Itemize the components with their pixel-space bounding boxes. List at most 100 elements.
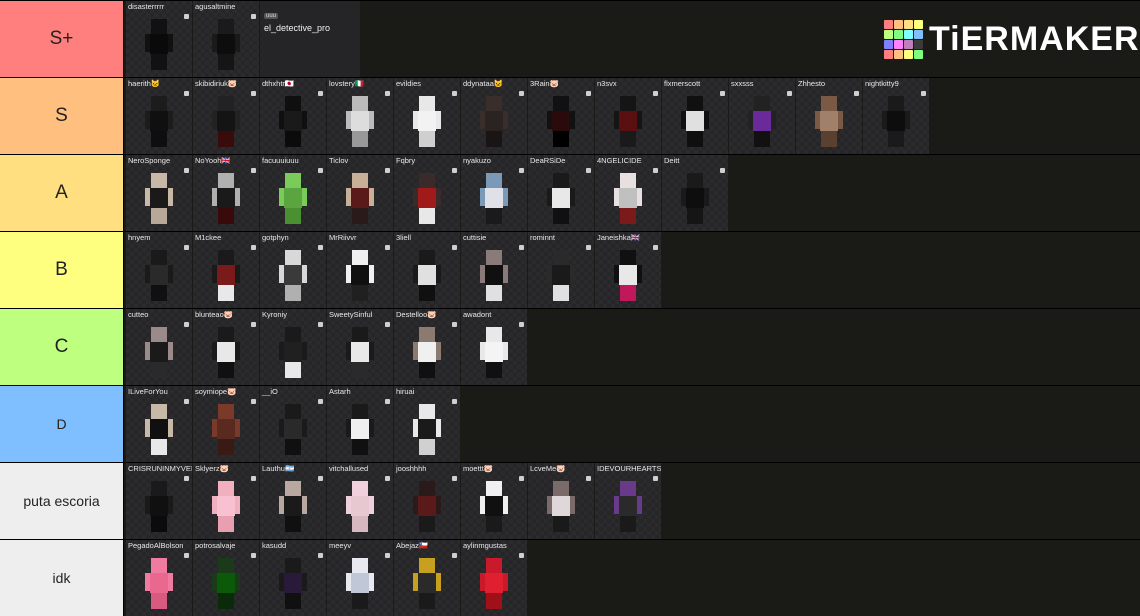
tier-item-card[interactable]: soymiope🐷 — [193, 386, 259, 462]
tier-item-card[interactable]: n3svx — [595, 78, 661, 154]
tier-item-card[interactable]: Lauthu🇦🇷 — [260, 463, 326, 539]
skin-arm-l — [413, 188, 418, 206]
skin-body — [217, 573, 235, 593]
tier-item-card[interactable]: hnyem — [126, 232, 192, 308]
tier-item-card[interactable]: nyakuzo — [461, 155, 527, 231]
tier-item-card[interactable]: awadont — [461, 309, 527, 385]
tier-label[interactable]: D — [0, 386, 124, 462]
tier-item-card[interactable]: M1ckee — [193, 232, 259, 308]
tier-item-card[interactable]: skibidiriuk🐷 — [193, 78, 259, 154]
tier-label[interactable]: A — [0, 155, 124, 231]
tier-item-card[interactable]: vitchallused — [327, 463, 393, 539]
tier-item-card[interactable]: Ticlov — [327, 155, 393, 231]
tier-item-card[interactable]: nightkitty9 — [863, 78, 929, 154]
skin-head — [754, 96, 770, 111]
skin-body — [686, 111, 704, 131]
tier-item-card[interactable]: Janeishka🇬🇧 — [595, 232, 661, 308]
skin-arm-l — [145, 342, 150, 360]
tier-item-card[interactable]: __iO — [260, 386, 326, 462]
skin-legs — [486, 593, 502, 609]
tier-item-card[interactable]: moettt🐷 — [461, 463, 527, 539]
tier-item-card[interactable]: dthxhtr🇯🇵 — [260, 78, 326, 154]
tier-item-card[interactable]: CRISRUNINMYVEINS — [126, 463, 192, 539]
tier-item-card[interactable]: SweetySinful — [327, 309, 393, 385]
tier-item-card[interactable]: potrosalvaje — [193, 540, 259, 616]
tier-item-card[interactable]: Fqbry — [394, 155, 460, 231]
skin-body — [351, 496, 369, 516]
tier-item-card[interactable]: evildies — [394, 78, 460, 154]
tier-item-card[interactable]: 3Rain🐷 — [528, 78, 594, 154]
tier-label[interactable]: C — [0, 309, 124, 385]
corner-badge-icon — [787, 91, 792, 96]
item-username: potrosalvaje — [195, 541, 236, 550]
tier-label[interactable]: B — [0, 232, 124, 308]
tier-item-card[interactable]: sxxsss — [729, 78, 795, 154]
skin-head — [419, 404, 435, 419]
tier-item-card[interactable]: facuuuiuuu — [260, 155, 326, 231]
tier-item-card[interactable]: hiruai — [394, 386, 460, 462]
skin-body — [418, 188, 436, 208]
tier-item-card[interactable]: MrRiivvr — [327, 232, 393, 308]
tier-item-card[interactable]: Astarh — [327, 386, 393, 462]
tier-item-card[interactable]: aylinmgustas — [461, 540, 527, 616]
tier-item-card[interactable]: LcveMe🐷 — [528, 463, 594, 539]
tier-item-card[interactable]: blunteao🐷 — [193, 309, 259, 385]
corner-badge-icon — [251, 14, 256, 19]
tier-item-card[interactable]: Abejaz🇨🇱 — [394, 540, 460, 616]
skin-arm-l — [212, 34, 217, 52]
skin-head — [151, 481, 167, 496]
item-username: disasterrrrr — [128, 2, 165, 11]
tier-label[interactable]: S+ — [0, 1, 124, 77]
tier-item-card[interactable]: disasterrrrr — [126, 1, 192, 77]
corner-badge-icon — [385, 322, 390, 327]
item-username: SweetySinful — [329, 310, 373, 319]
skin-legs — [218, 593, 234, 609]
tier-item-card[interactable]: NoYooh🇬🇧 — [193, 155, 259, 231]
tier-label[interactable]: idk — [0, 540, 124, 616]
tier-item-card[interactable]: IDEVOURHEARTS — [595, 463, 661, 539]
skin-arm-r — [704, 188, 709, 206]
item-username: MrRiivvr — [329, 233, 357, 242]
tier-item-card[interactable]: cutteo — [126, 309, 192, 385]
skin-legs — [151, 208, 167, 224]
skin-arm-r — [503, 265, 508, 283]
skin-legs — [352, 208, 368, 224]
tier-item-card[interactable]: 3liell — [394, 232, 460, 308]
skin-arm-l — [279, 496, 284, 514]
item-username: aylinmgustas — [463, 541, 507, 550]
tier-item-card[interactable]: DeaRSiDe — [528, 155, 594, 231]
tier-item-card[interactable]: haerith🐱 — [126, 78, 192, 154]
corner-badge-icon — [586, 476, 591, 481]
tier-item-card[interactable]: jooshhhh — [394, 463, 460, 539]
tier-item-card[interactable]: flxmerscott — [662, 78, 728, 154]
skin-arm-r — [168, 188, 173, 206]
tier-item-card[interactable]: NeroSponge — [126, 155, 192, 231]
tier-item-card[interactable]: 4NGELICIDE — [595, 155, 661, 231]
tier-item-card[interactable]: rominnt — [528, 232, 594, 308]
tier-item-card[interactable]: kasudd — [260, 540, 326, 616]
tier-label[interactable]: puta escoria — [0, 463, 124, 539]
tier-item-card[interactable]: Kyroniy — [260, 309, 326, 385]
skin-head — [151, 250, 167, 265]
corner-badge-icon — [184, 322, 189, 327]
tier-item-card[interactable]: Deitt — [662, 155, 728, 231]
skin-arm-l — [614, 496, 619, 514]
tier-item-card[interactable]: ddynataa😺 — [461, 78, 527, 154]
tier-item-card[interactable]: Sklyerz🐷 — [193, 463, 259, 539]
item-username: 3Rain🐷 — [530, 79, 559, 88]
tier-item-card[interactable]: Destelloo🐷 — [394, 309, 460, 385]
tier-label[interactable]: S — [0, 78, 124, 154]
skin-arm-r — [436, 111, 441, 129]
tier-item-card[interactable]: PegadoAlBolson — [126, 540, 192, 616]
tier-item-card[interactable]: gotphyn — [260, 232, 326, 308]
tier-item-card[interactable]: cuttisie — [461, 232, 527, 308]
tier-item-card[interactable]: Zhhesto — [796, 78, 862, 154]
tier-item-card[interactable]: meeyv — [327, 540, 393, 616]
skin-legs — [419, 516, 435, 532]
tier-item-card[interactable]: agusaltmine — [193, 1, 259, 77]
tier-item-card[interactable]: ILiveForYou — [126, 386, 192, 462]
minecraft-skin-icon — [882, 96, 910, 148]
tier-item-card[interactable]: lovstery🇮🇹 — [327, 78, 393, 154]
